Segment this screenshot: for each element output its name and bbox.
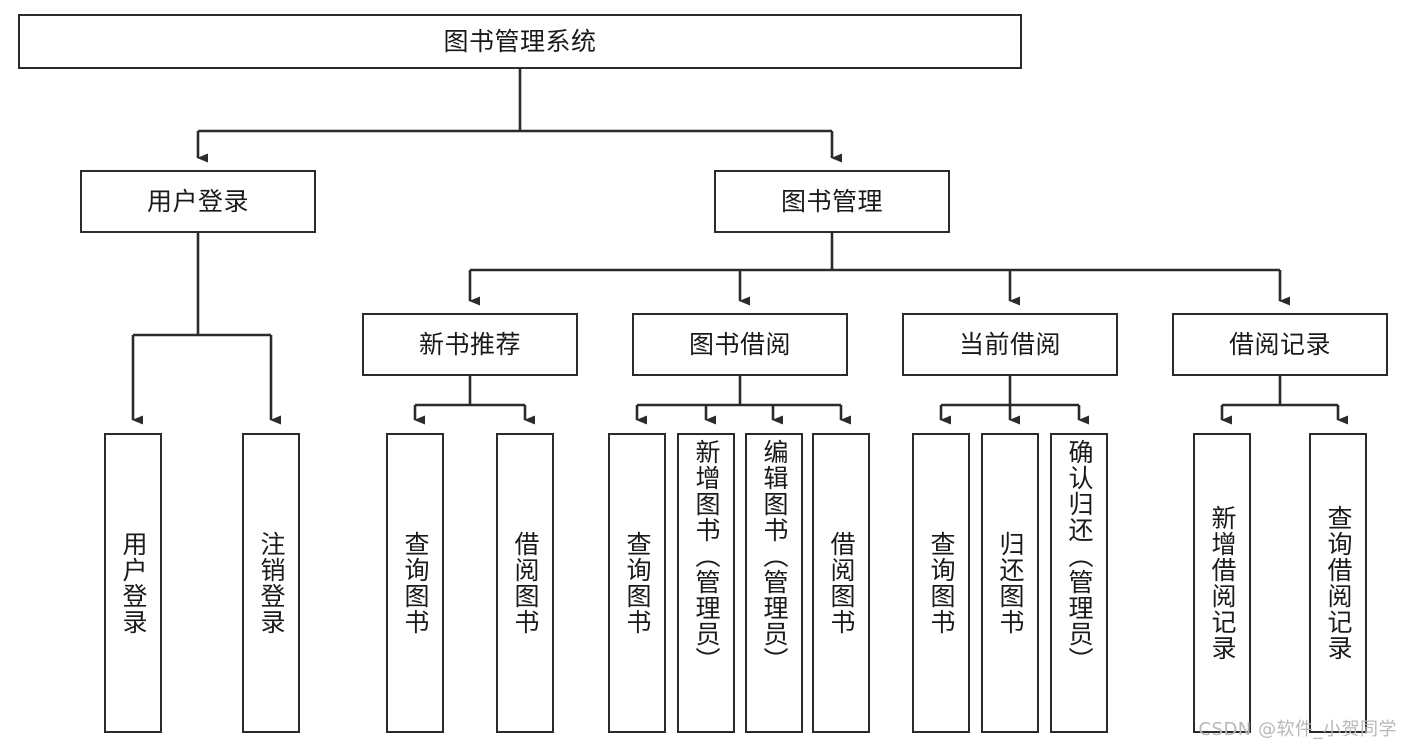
node-label: 查询图书 [927, 531, 956, 635]
leaf-query-book-borrow[interactable]: 查询图书 [608, 433, 666, 733]
node-book-management[interactable]: 图书管理 [714, 170, 950, 233]
node-label: 确认归还（管理员） [1065, 439, 1094, 673]
node-label: 图书管理 [780, 186, 883, 216]
node-label: 新增图书（管理员） [692, 439, 721, 673]
node-label: 用户登录 [119, 531, 148, 635]
node-root-system[interactable]: 图书管理系统 [18, 14, 1022, 69]
node-label: 当前借阅 [958, 329, 1061, 359]
node-label: 查询图书 [401, 531, 430, 635]
node-label: 借阅记录 [1228, 329, 1331, 359]
leaf-confirm-return-admin[interactable]: 确认归还（管理员） [1050, 433, 1108, 733]
node-label: 图书借阅 [688, 329, 791, 359]
leaf-logout[interactable]: 注销登录 [242, 433, 300, 733]
node-label: 查询借阅记录 [1324, 505, 1353, 661]
leaf-borrow-book[interactable]: 借阅图书 [812, 433, 870, 733]
leaf-edit-book-admin[interactable]: 编辑图书（管理员） [745, 433, 803, 733]
node-label: 新书推荐 [418, 329, 521, 359]
leaf-query-borrow-record[interactable]: 查询借阅记录 [1309, 433, 1367, 733]
leaf-user-login[interactable]: 用户登录 [104, 433, 162, 733]
leaf-query-book-new[interactable]: 查询图书 [386, 433, 444, 733]
node-book-borrow[interactable]: 图书借阅 [632, 313, 848, 376]
node-new-book-recommend[interactable]: 新书推荐 [362, 313, 578, 376]
node-label: 借阅图书 [827, 531, 856, 635]
node-label: 归还图书 [996, 531, 1025, 635]
node-borrow-records[interactable]: 借阅记录 [1172, 313, 1388, 376]
csdn-watermark: CSDN @软件_小贺同学 [1198, 719, 1397, 740]
node-label: 注销登录 [257, 531, 286, 635]
node-label: 新增借阅记录 [1208, 505, 1237, 661]
node-current-borrow[interactable]: 当前借阅 [902, 313, 1118, 376]
node-label: 用户登录 [146, 186, 249, 216]
leaf-return-book[interactable]: 归还图书 [981, 433, 1039, 733]
leaf-add-book-admin[interactable]: 新增图书（管理员） [677, 433, 735, 733]
leaf-query-book-current[interactable]: 查询图书 [912, 433, 970, 733]
node-label: 借阅图书 [511, 531, 540, 635]
node-label: 编辑图书（管理员） [760, 439, 789, 673]
leaf-add-borrow-record[interactable]: 新增借阅记录 [1193, 433, 1251, 733]
node-user-login[interactable]: 用户登录 [80, 170, 316, 233]
node-label: 图书管理系统 [443, 26, 597, 56]
leaf-borrow-book-new[interactable]: 借阅图书 [496, 433, 554, 733]
node-label: 查询图书 [623, 531, 652, 635]
